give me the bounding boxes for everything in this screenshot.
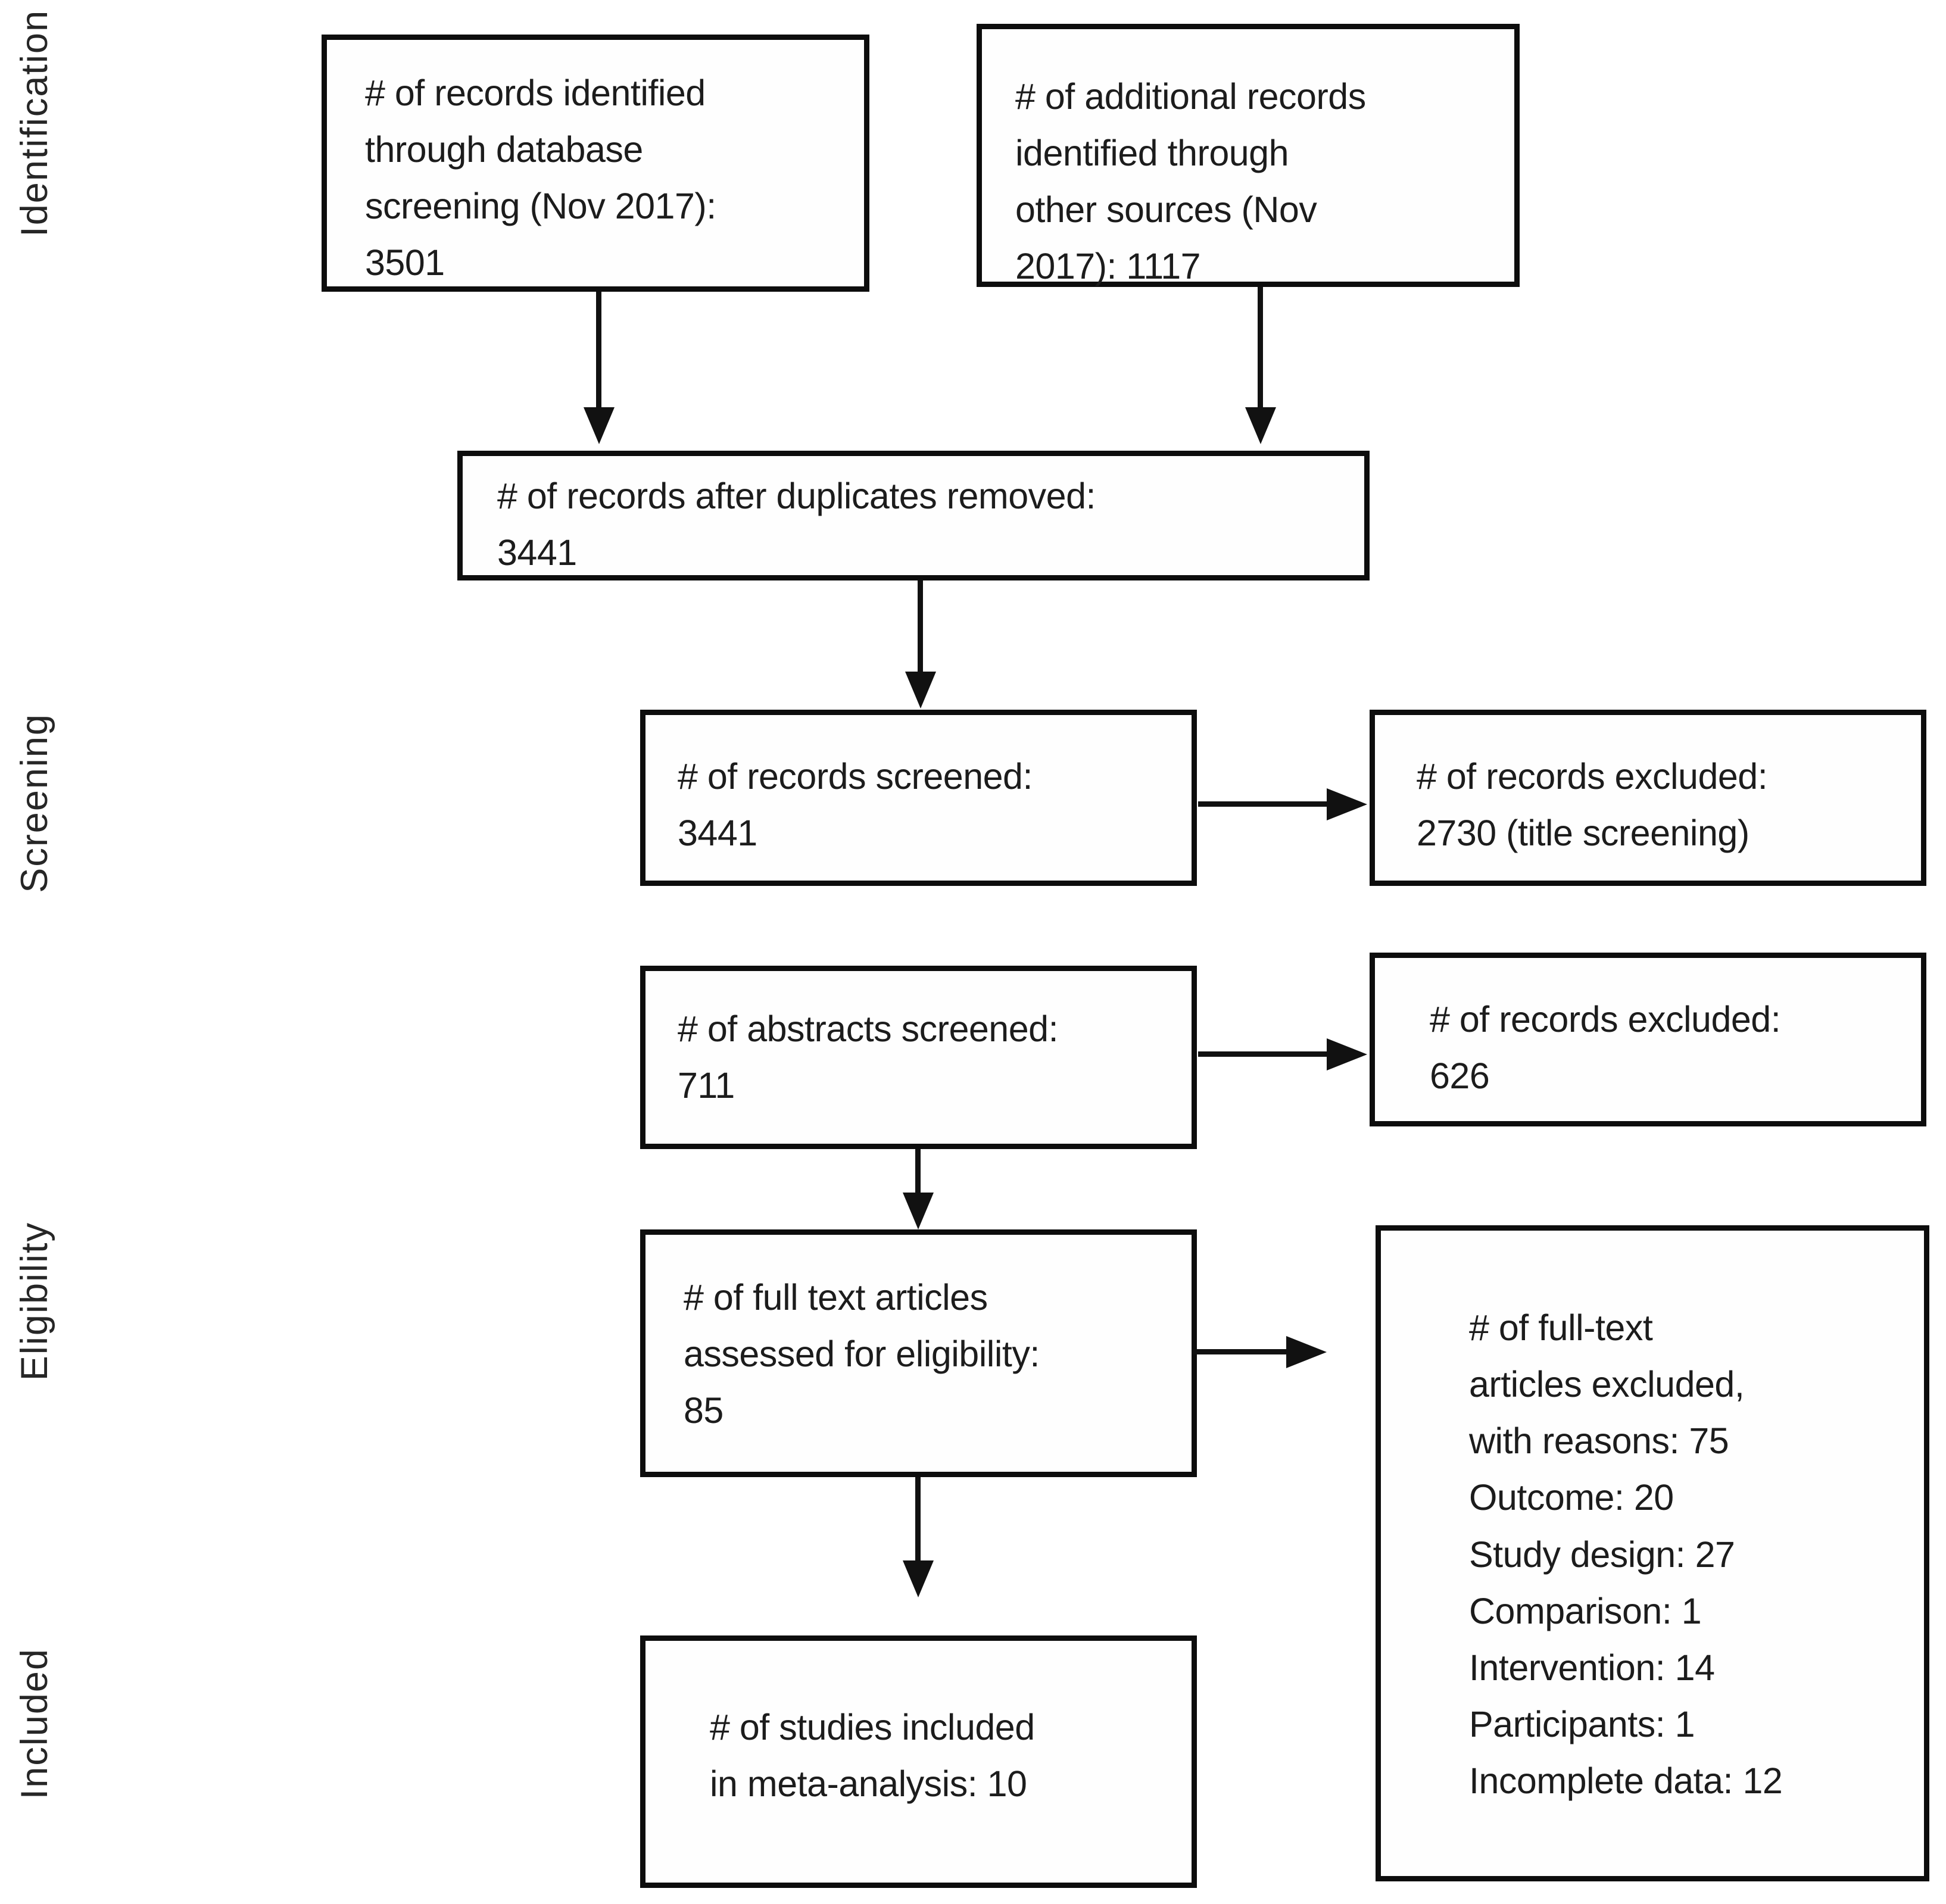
box-abstracts-screened: # of abstracts screened: 711	[640, 966, 1197, 1149]
stage-label-identification: Identification	[14, 10, 55, 237]
box-fulltext-articles-assessed: # of full text articles assessed for eli…	[640, 1229, 1197, 1477]
arrow-fulltext-to-included	[915, 1477, 921, 1562]
stage-label-included: Included	[14, 1648, 55, 1800]
box-records-excluded-title-screening: # of records excluded: 2730 (title scree…	[1370, 710, 1926, 886]
box-fulltext-articles-excluded-reasons: # of full-text articles excluded, with r…	[1376, 1225, 1929, 1881]
box-studies-included-meta-analysis-text: # of studies included in meta-analysis: …	[710, 1707, 1035, 1805]
arrow-other-sources-to-duplicates	[1258, 287, 1263, 408]
box-records-after-duplicates-removed: # of records after duplicates removed: 3…	[457, 451, 1370, 580]
box-additional-records-other-sources: # of additional records identified throu…	[977, 24, 1520, 287]
box-records-screened: # of records screened: 3441	[640, 710, 1197, 886]
box-abstracts-screened-text: # of abstracts screened: 711	[678, 1009, 1059, 1106]
arrow-fulltext-to-excluded	[1192, 1349, 1287, 1354]
arrow-abstracts-to-fulltext	[915, 1149, 921, 1194]
box-records-excluded-title-screening-text: # of records excluded: 2730 (title scree…	[1417, 756, 1768, 854]
arrow-duplicates-to-records-screened	[918, 580, 923, 673]
box-records-excluded-abstract-text: # of records excluded: 626	[1430, 999, 1781, 1097]
stage-label-screening: Screening	[14, 713, 55, 893]
box-studies-included-meta-analysis: # of studies included in meta-analysis: …	[640, 1635, 1197, 1888]
arrow-records-screened-to-excluded	[1198, 801, 1328, 807]
box-fulltext-articles-excluded-reasons-text: # of full-text articles excluded, with r…	[1469, 1307, 1783, 1802]
box-records-screened-text: # of records screened: 3441	[678, 756, 1033, 854]
box-records-identified-database-text: # of records identified through database…	[365, 73, 716, 283]
box-records-after-duplicates-removed-text: # of records after duplicates removed: 3…	[497, 476, 1096, 573]
box-records-identified-database: # of records identified through database…	[322, 35, 869, 292]
box-records-excluded-abstract: # of records excluded: 626	[1370, 953, 1926, 1126]
box-additional-records-other-sources-text: # of additional records identified throu…	[1015, 76, 1366, 287]
stage-label-eligibility: Eligibility	[14, 1222, 55, 1381]
box-fulltext-articles-assessed-text: # of full text articles assessed for eli…	[684, 1277, 1040, 1431]
arrow-abstracts-to-excluded	[1198, 1051, 1328, 1057]
arrow-database-to-duplicates	[596, 292, 601, 408]
